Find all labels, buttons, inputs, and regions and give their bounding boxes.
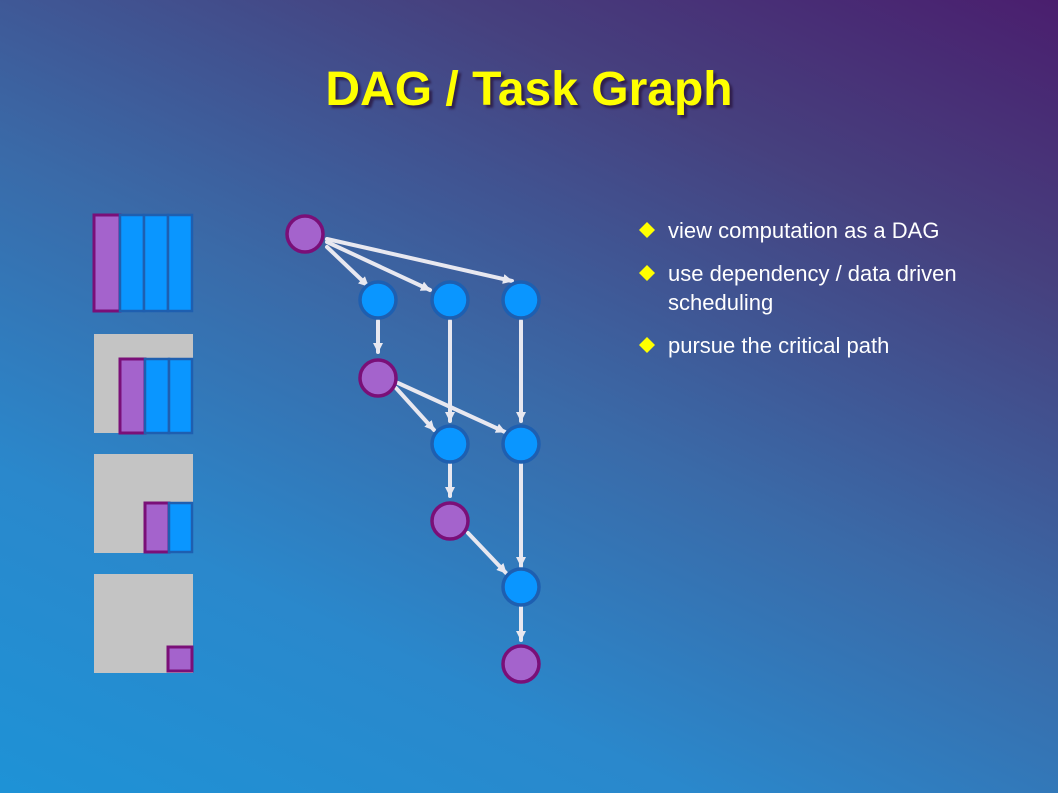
bullet-text: view computation as a DAG — [668, 218, 940, 243]
block-panel-2 — [94, 334, 194, 435]
dag-node — [501, 280, 541, 320]
dag-node-critical — [430, 501, 470, 541]
dag-edge — [396, 381, 507, 434]
bullet-item: pursue the critical path — [638, 331, 1038, 360]
diamond-bullet-icon — [639, 222, 655, 238]
dag-nodes — [285, 214, 541, 684]
bullet-item: view computation as a DAG — [638, 216, 1038, 245]
dag-node — [501, 424, 541, 464]
dag-edge — [325, 240, 432, 292]
block-panel-1 — [92, 213, 194, 313]
bullet-item: use dependency / data driven scheduling — [638, 259, 1038, 317]
diamond-bullet-icon — [639, 265, 655, 281]
bullet-list: view computation as a DAG use dependency… — [638, 216, 1038, 374]
dag-node-critical — [501, 644, 541, 684]
diamond-bullet-icon — [639, 337, 655, 353]
block-panel-4 — [94, 574, 194, 673]
dag-node — [430, 280, 470, 320]
block-panel-3 — [94, 454, 194, 554]
dag-node — [501, 567, 541, 607]
dag-node-critical — [285, 214, 325, 254]
dag-edges — [325, 237, 526, 642]
dag-edge — [394, 386, 436, 432]
dag-edge — [325, 237, 514, 284]
page-title: DAG / Task Graph — [325, 63, 733, 116]
bullet-text: use dependency / data driven scheduling — [668, 261, 957, 315]
dag-node — [358, 280, 398, 320]
bullet-text: pursue the critical path — [668, 333, 890, 358]
dag-node — [430, 424, 470, 464]
dag-node-critical — [358, 358, 398, 398]
dag-edge — [466, 531, 508, 575]
dag-edge — [325, 245, 370, 288]
